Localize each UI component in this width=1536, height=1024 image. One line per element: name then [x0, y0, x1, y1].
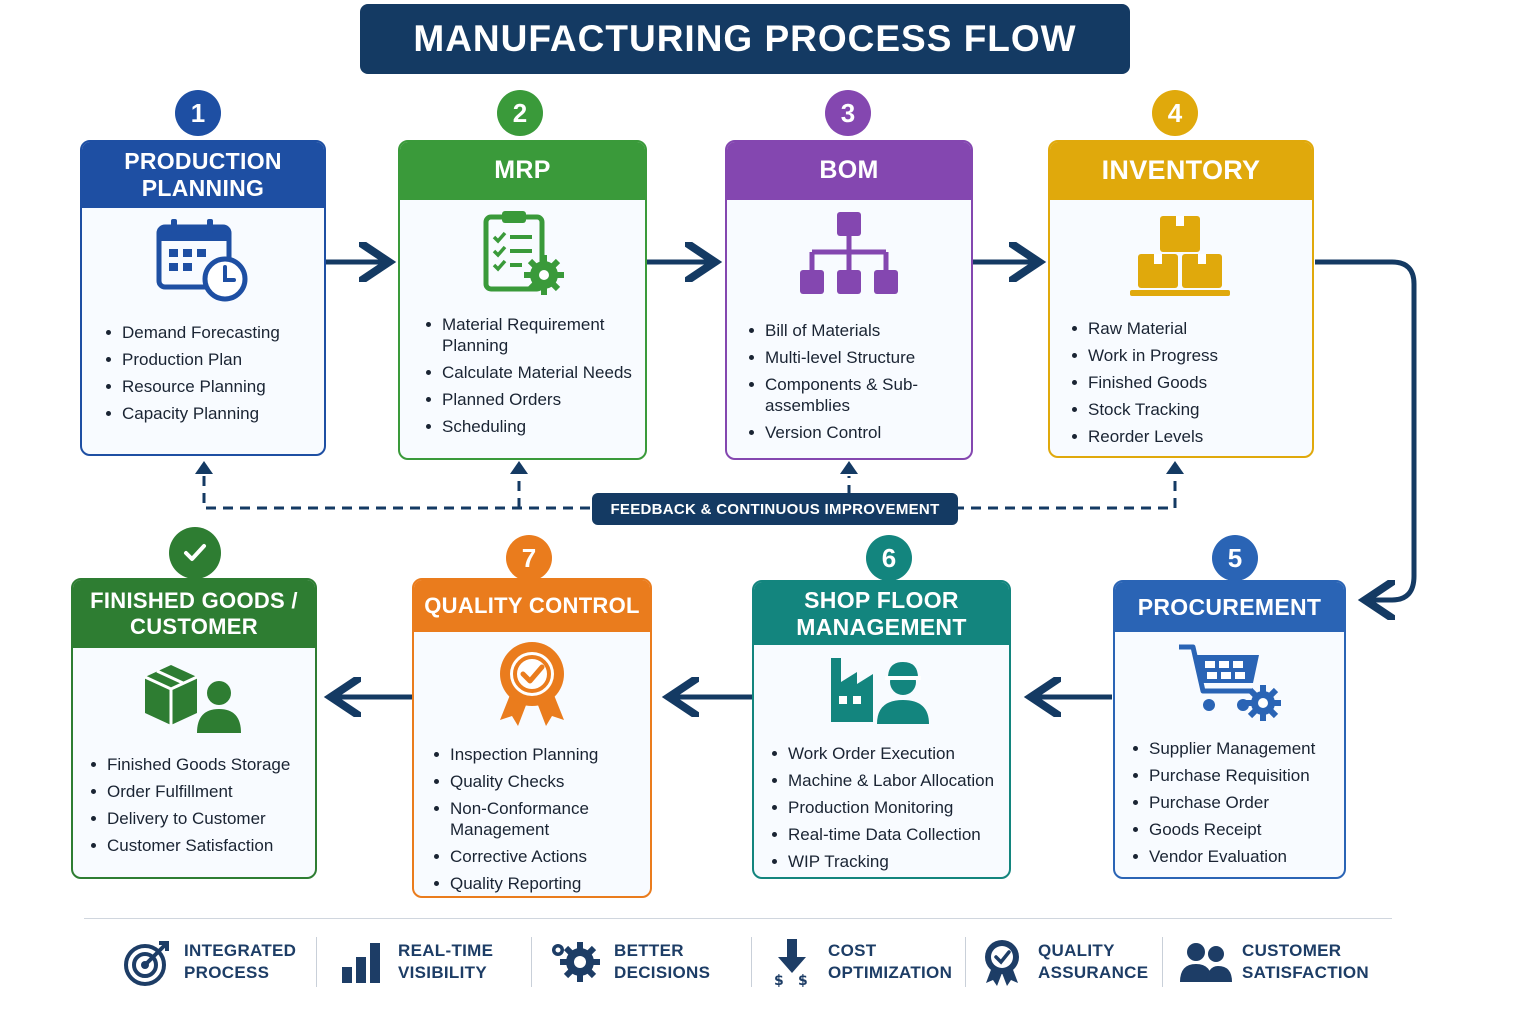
card-bom: BOM Bill of Materials Multi-level Struct…	[725, 140, 973, 460]
benefit-divider	[531, 937, 532, 987]
svg-text:$: $	[774, 973, 784, 987]
boxes-icon	[1050, 200, 1312, 310]
cart-gear-icon	[1115, 632, 1344, 732]
step-badge-5: 5	[1212, 535, 1258, 581]
list-item: Finished Goods	[1068, 372, 1300, 393]
step-badge-6: 6	[866, 535, 912, 581]
card-items: Work Order Execution Machine & Labor All…	[754, 735, 1009, 872]
card-heading: BOM	[727, 142, 971, 200]
list-item: Order Fulfillment	[87, 781, 307, 802]
list-item: Finished Goods Storage	[87, 754, 307, 775]
list-item: Vendor Evaluation	[1129, 846, 1336, 867]
list-item: Material Requirement Planning	[422, 314, 633, 356]
bar-chart-icon	[334, 937, 390, 987]
list-item: Components & Sub-assemblies	[745, 374, 961, 416]
list-item: Quality Reporting	[430, 873, 642, 894]
calendar-clock-icon	[82, 208, 324, 312]
list-item: Raw Material	[1068, 318, 1300, 339]
list-item: Calculate Material Needs	[422, 362, 633, 383]
card-items: Demand Forecasting Production Plan Resou…	[82, 312, 324, 424]
benefit-divider	[1162, 937, 1163, 987]
card-heading: INVENTORY	[1050, 142, 1312, 200]
arrow-4-5	[1315, 259, 1417, 600]
benefit-divider	[316, 937, 317, 987]
list-item: Stock Tracking	[1068, 399, 1300, 420]
step-badge-7: 7	[506, 535, 552, 581]
card-items: Supplier Management Purchase Requisition…	[1115, 732, 1344, 867]
list-item: Multi-level Structure	[745, 347, 961, 368]
award-badge-icon	[414, 632, 650, 736]
list-item: Customer Satisfaction	[87, 835, 307, 856]
page-title: MANUFACTURING PROCESS FLOW	[360, 4, 1130, 74]
list-item: Scheduling	[422, 416, 633, 437]
svg-text:$: $	[798, 973, 808, 987]
gears-icon	[550, 937, 606, 987]
card-heading: MRP	[400, 142, 645, 200]
card-procurement: PROCUREMENT Supplier Management Purchase…	[1113, 580, 1346, 879]
list-item: Demand Forecasting	[102, 322, 308, 343]
card-items: Finished Goods Storage Order Fulfillment…	[73, 746, 315, 856]
list-item: Supplier Management	[1129, 738, 1336, 759]
list-item: Production Monitoring	[768, 797, 1003, 818]
list-item: Non-Conformance Management	[430, 798, 642, 840]
clipboard-gear-icon	[400, 200, 645, 304]
card-heading: FINISHED GOODS /CUSTOMER	[73, 580, 315, 648]
list-item: Goods Receipt	[1129, 819, 1336, 840]
list-item: Quality Checks	[430, 771, 642, 792]
list-item: Work Order Execution	[768, 743, 1003, 764]
factory-worker-icon	[754, 645, 1009, 735]
hierarchy-icon	[727, 200, 971, 310]
list-item: Planned Orders	[422, 389, 633, 410]
list-item: Purchase Requisition	[1129, 765, 1336, 786]
check-badge-icon	[169, 527, 221, 579]
card-quality-control: QUALITY CONTROL Inspection Planning Qual…	[412, 578, 652, 898]
cost-down-icon: $ $	[764, 937, 820, 987]
list-item: Capacity Planning	[102, 403, 308, 424]
list-item: Corrective Actions	[430, 846, 642, 867]
customers-icon	[1178, 937, 1234, 987]
list-item: Work in Progress	[1068, 345, 1300, 366]
list-item: Real-time Data Collection	[768, 824, 1003, 845]
list-item: Production Plan	[102, 349, 308, 370]
list-item: Reorder Levels	[1068, 426, 1300, 447]
box-customer-icon	[73, 648, 315, 746]
card-mrp: MRP Material Requirement Planning Calcul…	[398, 140, 647, 460]
card-items: Material Requirement Planning Calculate …	[400, 304, 645, 437]
quality-badge-icon	[974, 937, 1030, 987]
feedback-label: FEEDBACK & CONTINUOUS IMPROVEMENT	[592, 493, 958, 525]
list-item: Bill of Materials	[745, 320, 961, 341]
benefit-divider	[965, 937, 966, 987]
list-item: Purchase Order	[1129, 792, 1336, 813]
step-badge-3: 3	[825, 90, 871, 136]
list-item: Version Control	[745, 422, 961, 443]
card-inventory: INVENTORY Raw Material Work in Progress …	[1048, 140, 1314, 458]
list-item: Delivery to Customer	[87, 808, 307, 829]
list-item: WIP Tracking	[768, 851, 1003, 872]
card-heading: QUALITY CONTROL	[414, 580, 650, 632]
benefits-separator	[84, 918, 1392, 919]
card-items: Raw Material Work in Progress Finished G…	[1050, 310, 1312, 447]
list-item: Resource Planning	[102, 376, 308, 397]
list-item: Inspection Planning	[430, 744, 642, 765]
target-icon	[120, 937, 176, 987]
card-heading: PROCUREMENT	[1115, 582, 1344, 632]
step-badge-2: 2	[497, 90, 543, 136]
step-badge-1: 1	[175, 90, 221, 136]
benefit-divider	[751, 937, 752, 987]
step-badge-4: 4	[1152, 90, 1198, 136]
card-finished-goods-customer: FINISHED GOODS /CUSTOMER Finished Goods …	[71, 578, 317, 879]
list-item: Machine & Labor Allocation	[768, 770, 1003, 791]
card-items: Inspection Planning Quality Checks Non-C…	[414, 736, 650, 894]
card-items: Bill of Materials Multi-level Structure …	[727, 310, 971, 443]
